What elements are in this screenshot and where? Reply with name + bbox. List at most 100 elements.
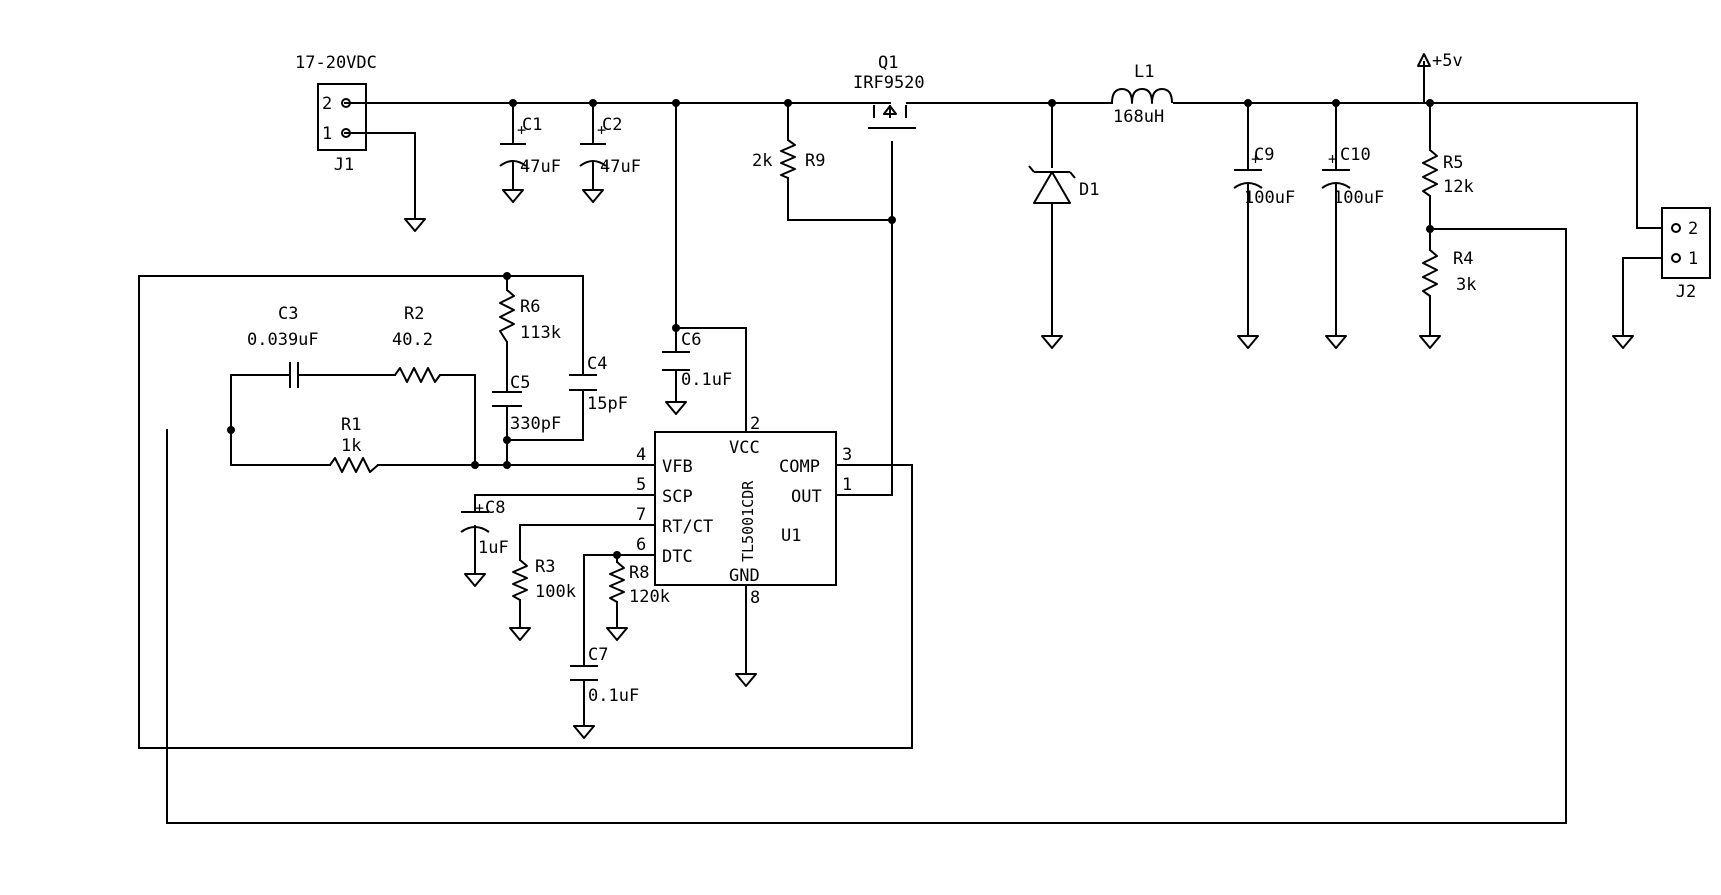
connector-j2: 2 1 J2 <box>1661 207 1711 302</box>
c1-ref: C1 <box>522 115 542 135</box>
c9-value: 100uF <box>1244 188 1295 208</box>
inductor-l1: L1 168uH <box>1111 62 1173 127</box>
c6-ref: C6 <box>681 330 701 350</box>
rail-label: +5v <box>1432 51 1463 71</box>
supply-label: 17-20VDC <box>295 53 377 73</box>
ground-symbol <box>1041 321 1063 349</box>
pin-vcc-num: 2 <box>750 414 760 434</box>
pin-out-name: OUT <box>791 487 822 507</box>
j1-pin2: 2 <box>322 94 332 114</box>
pin-vcc-name: VCC <box>729 438 760 458</box>
svg-text:+: + <box>475 499 484 517</box>
pin-comp-num: 3 <box>842 445 852 465</box>
ground-symbol <box>404 204 426 232</box>
r9-ref: R9 <box>805 151 825 171</box>
capacitor-c9: + C9 100uF <box>1233 145 1295 208</box>
c10-ref: C10 <box>1340 145 1371 165</box>
capacitor-c7: C7 0.1uF <box>570 645 639 706</box>
pin-rtct-num: 7 <box>636 505 646 525</box>
q1-value: IRF9520 <box>853 73 925 93</box>
c6-value: 0.1uF <box>681 370 732 390</box>
pin-comp-name: COMP <box>779 457 820 477</box>
capacitor-c2: + C2 47uF <box>579 115 641 177</box>
q1-ref: Q1 <box>878 53 898 73</box>
r2-value: 40.2 <box>392 330 433 350</box>
ground-symbol <box>582 175 604 203</box>
pin-gnd-num: 8 <box>750 588 760 608</box>
wires <box>138 61 1663 824</box>
c10-value: 100uF <box>1333 188 1384 208</box>
pin-gnd-name: GND <box>729 566 760 586</box>
l1-ref: L1 <box>1134 62 1154 82</box>
resistor-r4: R4 3k <box>1422 249 1476 297</box>
c8-value: 1uF <box>478 538 509 558</box>
c5-ref: C5 <box>510 373 530 393</box>
ground-symbol <box>502 175 524 203</box>
ground-symbol <box>665 387 687 415</box>
c5-value: 330pF <box>510 414 561 434</box>
svg-text:+: + <box>597 121 606 139</box>
c2-ref: C2 <box>602 115 622 135</box>
resistor-r2: R2 40.2 <box>392 304 441 383</box>
ground-symbol <box>1325 321 1347 349</box>
r5-value: 12k <box>1443 177 1474 197</box>
r5-ref: R5 <box>1443 153 1463 173</box>
resistor-r5: R5 12k <box>1422 149 1474 197</box>
r8-value: 120k <box>629 587 670 607</box>
l1-value: 168uH <box>1113 107 1164 127</box>
r1-ref: R1 <box>341 415 361 435</box>
ground-symbol <box>1419 321 1441 349</box>
mosfet-q1: Q1 IRF9520 <box>853 53 925 129</box>
u1-part: TL5001CDR <box>739 480 757 562</box>
c4-ref: C4 <box>587 354 607 374</box>
pin-dtc-num: 6 <box>636 535 646 555</box>
r2-ref: R2 <box>404 304 424 324</box>
r6-ref: R6 <box>520 297 540 317</box>
resistor-r1: R1 1k <box>329 415 379 473</box>
capacitor-c6: C6 0.1uF <box>662 330 732 390</box>
capacitor-c4: C4 15pF <box>569 354 628 414</box>
pin-scp-name: SCP <box>662 487 693 507</box>
svg-text:+: + <box>1328 150 1337 168</box>
junctions <box>227 99 1434 559</box>
j1-pin1: 1 <box>322 124 332 144</box>
capacitor-c1: + C1 47uF <box>499 115 561 177</box>
ground-symbol <box>735 659 757 687</box>
svg-text:+: + <box>517 121 526 139</box>
c7-ref: C7 <box>588 645 608 665</box>
j2-ref: J2 <box>1676 282 1696 302</box>
pin-vfb-name: VFB <box>662 457 693 477</box>
c2-value: 47uF <box>600 157 641 177</box>
u1-ref: U1 <box>781 526 801 546</box>
capacitor-c5: C5 330pF <box>492 370 561 434</box>
capacitor-c8: + C8 1uF <box>460 498 509 558</box>
r6-value: 113k <box>520 323 561 343</box>
capacitor-c10: + C10 100uF <box>1321 145 1384 208</box>
ground-symbol <box>573 711 595 739</box>
ground-symbol <box>1612 321 1634 349</box>
power-rail-5v: +5v <box>1417 51 1463 71</box>
resistor-r9: 2k R9 <box>752 139 825 179</box>
r9-value: 2k <box>752 151 772 171</box>
pin-out-num: 1 <box>842 475 852 495</box>
pin-dtc-name: DTC <box>662 547 693 567</box>
r4-value: 3k <box>1456 275 1476 295</box>
r8-ref: R8 <box>629 563 649 583</box>
c3-value: 0.039uF <box>247 330 319 350</box>
pin-rtct-name: RT/CT <box>662 517 713 537</box>
c3-ref: C3 <box>278 304 298 324</box>
pin-vfb-num: 4 <box>636 445 646 465</box>
diode-d1: D1 <box>1028 165 1099 204</box>
r1-value: 1k <box>341 436 361 456</box>
r4-ref: R4 <box>1453 249 1473 269</box>
capacitor-c3: C3 0.039uF <box>247 304 319 388</box>
ic-u1: U1 TL5001CDR 4 VFB 5 SCP 7 RT/CT 6 DTC 2… <box>636 414 852 608</box>
resistor-r6: R6 113k <box>499 289 561 343</box>
j1-ref: J1 <box>334 155 354 175</box>
resistor-r3: R3 100k <box>512 557 576 602</box>
resistor-r8: R8 120k <box>609 561 670 607</box>
r3-value: 100k <box>535 582 576 602</box>
d1-ref: D1 <box>1079 180 1099 200</box>
c1-value: 47uF <box>520 157 561 177</box>
